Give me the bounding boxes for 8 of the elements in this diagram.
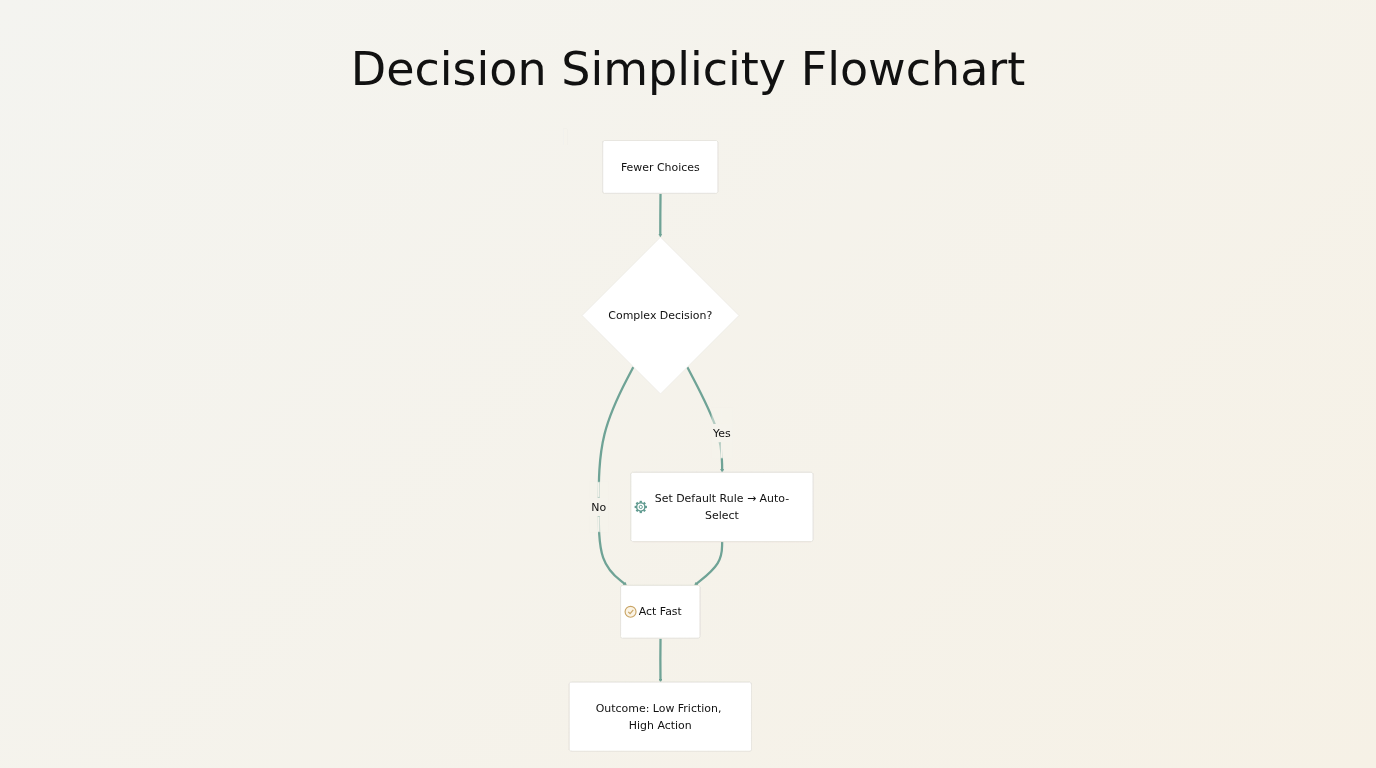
node-diamond: Complex Decision? xyxy=(581,236,739,395)
edge-label: Yes xyxy=(712,426,731,440)
arrow xyxy=(693,541,723,586)
diagram-title: Decision Simplicity Flowchart xyxy=(349,42,1027,96)
arrow xyxy=(657,193,662,238)
arrow xyxy=(658,638,663,683)
edge-label: No xyxy=(590,500,606,514)
arrow xyxy=(685,366,724,473)
